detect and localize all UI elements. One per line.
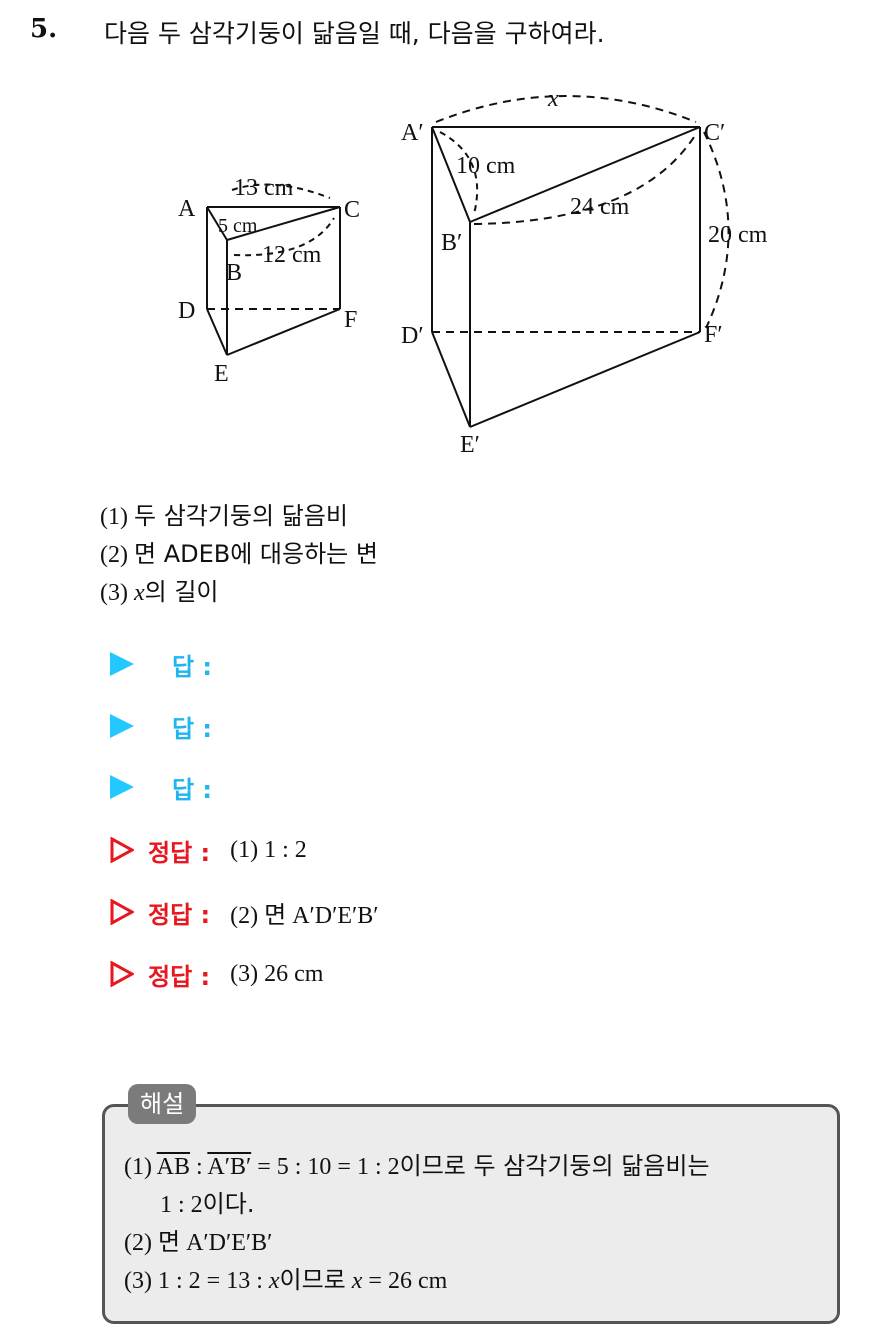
explanation-tag: 해설	[128, 1084, 197, 1124]
explanation-line-1: (1) AB : A′B′ = 5 : 10 = 1 : 2이므로 두 삼각기둥…	[124, 1146, 710, 1181]
exp-var: x	[268, 1268, 280, 1294]
large-vertex-e: E′	[460, 432, 480, 458]
answer-row-1: 답 :	[110, 646, 212, 682]
exp-val: 1 : 2	[160, 1192, 203, 1218]
small-vertex-c: C	[344, 197, 360, 223]
exp-eq: = 26 cm	[362, 1268, 448, 1294]
subquestion-text: 두 삼각기둥의 닮음비	[133, 502, 348, 530]
small-arc-ac	[231, 183, 331, 199]
small-arc-bc	[233, 217, 335, 257]
subquestion-num: (1)	[100, 504, 128, 530]
large-prism	[431, 95, 730, 428]
subquestion-var: x	[133, 580, 145, 606]
small-edge-ab	[206, 206, 228, 241]
large-vertex-b: B′	[441, 230, 462, 256]
explanation-line-3: (3) 1 : 2 = 13 : x이므로 x = 26 cm	[124, 1260, 447, 1295]
large-label-ab: 10 cm	[456, 153, 516, 179]
small-label-bc: 12 cm	[262, 242, 322, 268]
small-label-ab: 5 cm	[218, 215, 258, 237]
large-edge-de	[431, 331, 471, 428]
small-vertex-a: A	[178, 196, 196, 222]
play-icon	[110, 714, 134, 738]
exp-eq: = 5 : 10 = 1 : 2	[251, 1154, 400, 1180]
solution-row-2: 정답 : (2) 면 A′D′E′B′	[110, 894, 379, 930]
small-vertex-d: D	[178, 298, 195, 324]
play-outline-icon	[110, 899, 134, 925]
play-icon	[110, 652, 134, 676]
subquestion-1: (1)두 삼각기둥의 닮음비	[100, 496, 348, 531]
solution-text: A′D′E′B′	[292, 902, 379, 929]
large-arc-bc	[473, 133, 697, 225]
exp-sep: :	[190, 1154, 208, 1180]
solution-prefix: 면	[264, 900, 287, 929]
solution-label: 정답 :	[148, 962, 211, 991]
large-vertex-c: C′	[704, 120, 725, 146]
small-edge-ef	[226, 308, 341, 356]
solution-value: (3) 26 cm	[230, 961, 323, 988]
exp-ko: 면	[157, 1228, 181, 1256]
question-text: 다음 두 삼각기둥이 닮음일 때, 다음을 구하여라.	[104, 19, 605, 48]
large-vertex-f: F′	[704, 322, 723, 348]
solution-row-1: 정답 : (1) 1 : 2	[110, 832, 307, 868]
small-edge-de	[206, 308, 228, 356]
subquestion-text: 면 ADEB에 대응하는 변	[133, 540, 378, 568]
exp-num: (2)	[124, 1230, 152, 1256]
exp-val: A′D′E′B′	[186, 1230, 273, 1256]
solution-text: 26 cm	[264, 960, 324, 987]
answer-label: 답 :	[172, 714, 213, 743]
large-arc-ab	[439, 131, 479, 215]
play-icon	[110, 775, 134, 799]
large-vertex-a: A′	[401, 120, 424, 146]
large-edge-bc	[469, 126, 701, 223]
question-number: 5.	[30, 14, 58, 44]
solution-label: 정답 :	[148, 838, 211, 867]
answer-row-2: 답 :	[110, 708, 212, 744]
exp-var: x	[351, 1268, 363, 1294]
solution-num: (2)	[230, 902, 259, 929]
segment-ab: AB	[156, 1154, 191, 1180]
large-vertex-d: D′	[401, 323, 424, 349]
exp-ko: 이므로	[279, 1266, 346, 1294]
play-outline-icon	[110, 837, 134, 863]
solution-num: (3)	[230, 960, 259, 987]
exp-num: (1)	[124, 1154, 152, 1180]
subquestion-num: (3)	[100, 580, 128, 606]
small-label-ac: 13 cm	[234, 175, 294, 201]
exp-ko: 이므로 두 삼각기둥의 닮음비는	[399, 1152, 710, 1180]
explanation-line-1b: 1 : 2이다.	[160, 1184, 254, 1219]
large-edge-ab	[431, 126, 471, 223]
small-edge-bc	[226, 206, 341, 241]
exp-eq: 1 : 2 = 13 :	[157, 1268, 269, 1294]
exp-ko: 이다.	[202, 1190, 255, 1218]
subquestion-2: (2)면 ADEB에 대응하는 변	[100, 534, 378, 569]
small-vertex-f: F	[344, 307, 357, 333]
answer-row-3: 답 :	[110, 769, 212, 805]
small-vertex-b: B	[226, 260, 242, 286]
prism-figure: A B C D E F 13 cm 5 cm 12 cm A′ B′ C′ D′…	[178, 86, 768, 458]
explanation-line-2: (2) 면 A′D′E′B′	[124, 1222, 272, 1257]
subquestion-text: 의 길이	[144, 578, 219, 606]
large-arc-x	[435, 95, 697, 123]
large-label-cf: 20 cm	[708, 222, 768, 248]
large-label-x: x	[547, 86, 559, 112]
subquestion-num: (2)	[100, 542, 128, 568]
answer-label: 답 :	[172, 652, 213, 681]
solution-value: (2) 면 A′D′E′B′	[230, 895, 378, 930]
segment-apbp: A′B′	[207, 1154, 252, 1180]
answer-label: 답 :	[172, 775, 213, 804]
explanation-box	[102, 1104, 840, 1324]
large-label-bc: 24 cm	[570, 194, 630, 220]
large-arc-cf	[703, 131, 730, 329]
solution-num: (1)	[230, 836, 259, 863]
play-outline-icon	[110, 961, 134, 987]
solution-row-3: 정답 : (3) 26 cm	[110, 956, 323, 992]
small-vertex-e: E	[214, 361, 229, 387]
subquestion-3: (3)x의 길이	[100, 572, 219, 607]
solution-text: 1 : 2	[264, 836, 307, 863]
large-edge-ef	[469, 331, 701, 428]
small-prism	[206, 183, 341, 356]
solution-label: 정답 :	[148, 900, 211, 929]
solution-value: (1) 1 : 2	[230, 837, 307, 864]
exp-num: (3)	[124, 1268, 152, 1294]
